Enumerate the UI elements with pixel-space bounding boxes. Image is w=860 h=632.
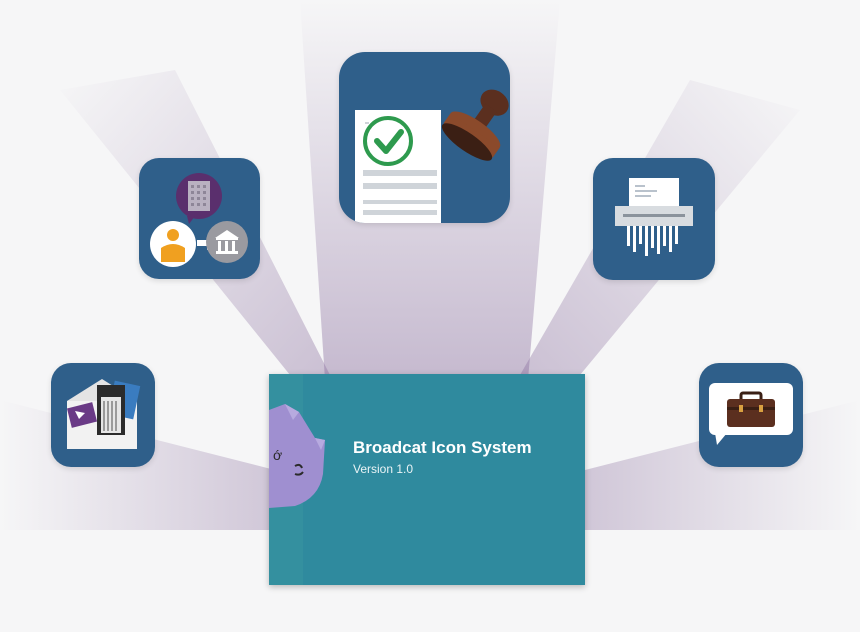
paper-shredder-icon [593,158,715,280]
card-title: Broadcat Icon System [353,438,532,457]
card-version: Version 1.0 [353,462,414,476]
briefcase-chat-icon [699,363,803,467]
stamp-approve-icon [339,52,510,223]
title-card: ớ Broadcat Icon System Version 1.0 [269,374,585,585]
cat-mascot-icon: ớ [269,404,325,508]
svg-text:ớ: ớ [273,447,282,463]
people-building-icon [139,158,260,279]
mail-envelope-icon [51,363,155,467]
